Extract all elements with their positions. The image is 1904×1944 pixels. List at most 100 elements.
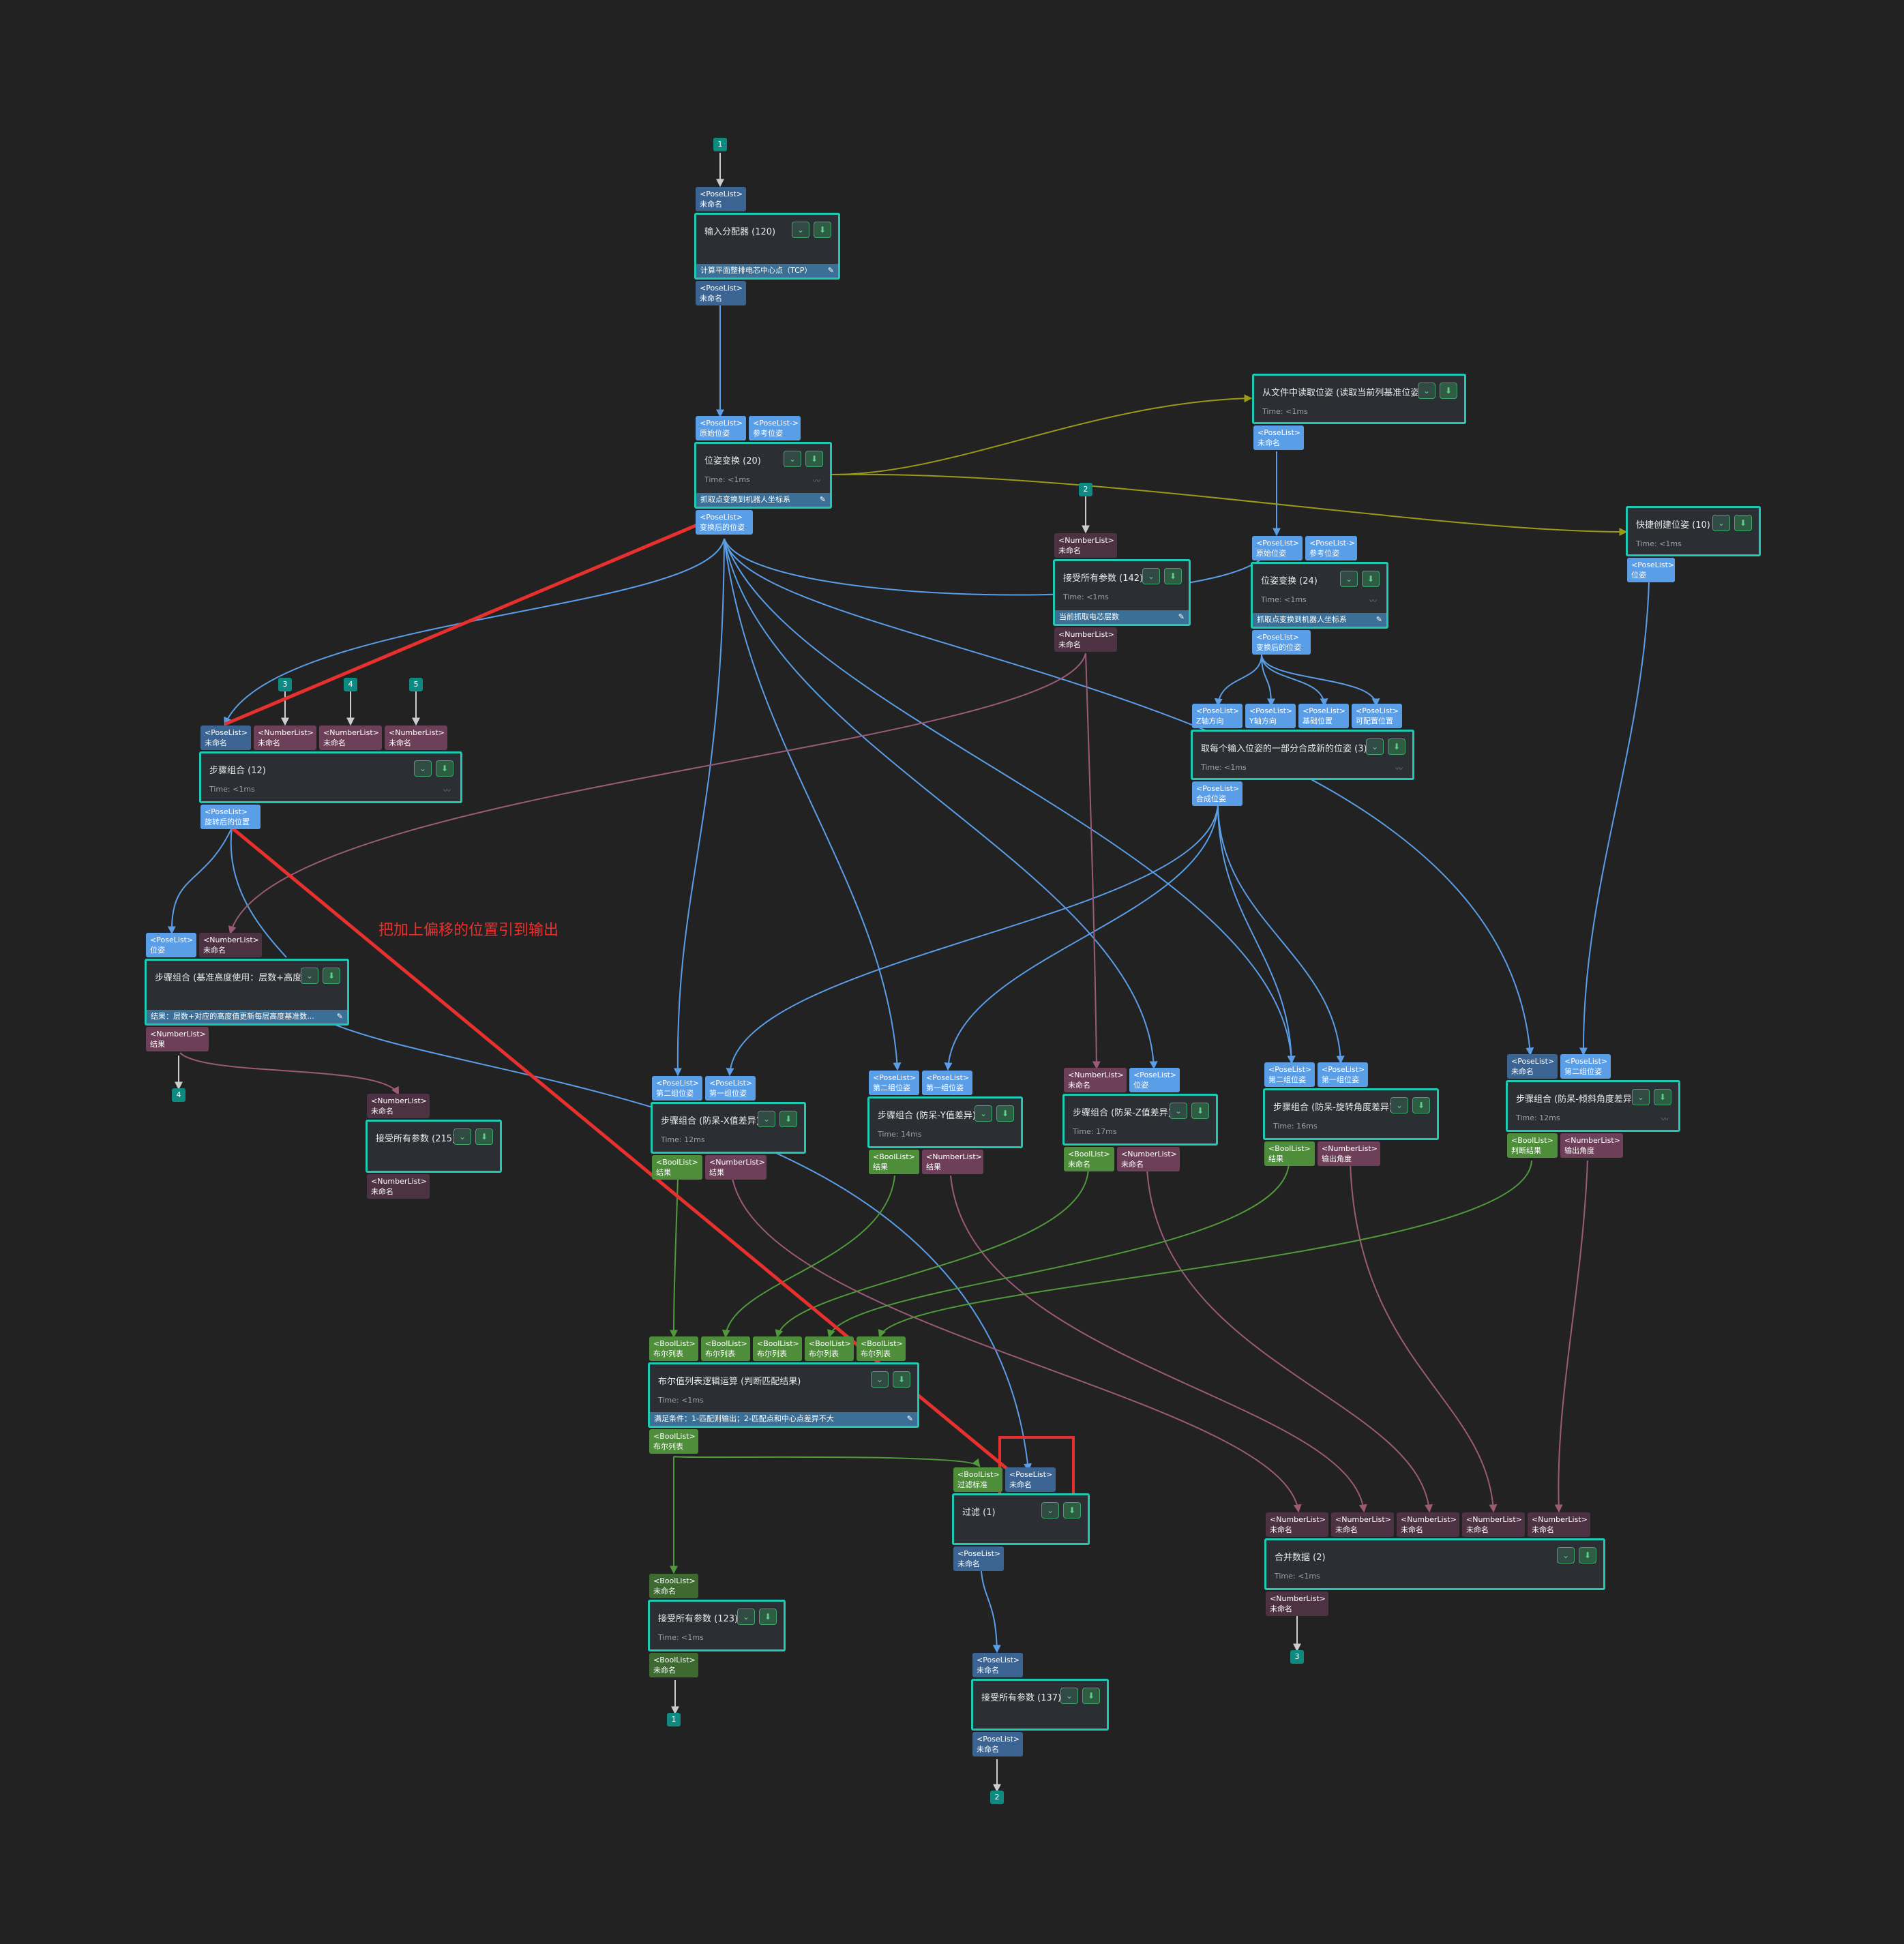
input-port[interactable]: <PoseList>位姿 [1129, 1068, 1180, 1092]
output-port[interactable]: <PoseList>合成位姿 [1192, 781, 1243, 806]
pin-icon[interactable]: ⬇ [1063, 1502, 1081, 1519]
output-port[interactable]: <BoolList>布尔列表 [649, 1429, 698, 1454]
chevron-down-icon[interactable]: ⌄ [975, 1105, 992, 1122]
node-step-combine-z[interactable]: 步骤组合 (防呆-Z值差异) ⌄ ⬇ Time: 17ms [1062, 1094, 1218, 1146]
output-port[interactable]: <NumberList>输出角度 [1560, 1133, 1623, 1158]
input-port[interactable]: <BoolList>未命名 [649, 1574, 698, 1598]
chevron-down-icon[interactable]: ⌄ [1557, 1547, 1575, 1564]
input-port[interactable]: <PoseList>第一组位姿 [1318, 1062, 1368, 1087]
input-port[interactable]: <PoseList>第二组位姿 [1264, 1062, 1315, 1087]
input-port[interactable]: <PoseList->参考位姿 [1305, 536, 1357, 560]
input-port[interactable]: <PoseList>未命名 [696, 187, 746, 211]
input-port[interactable]: <PoseList>未命名 [1005, 1467, 1056, 1492]
input-port[interactable]: <BoolList>布尔列表 [857, 1336, 906, 1361]
chevron-down-icon[interactable]: ⌄ [1060, 1688, 1078, 1704]
node-receive-all-params-215[interactable]: 接受所有参数 (215) ⌄ ⬇ [366, 1120, 502, 1173]
input-port[interactable]: <NumberList>未命名 [367, 1094, 430, 1118]
input-port[interactable]: <NumberList>未命名 [1266, 1512, 1328, 1537]
node-step-combine-height[interactable]: 步骤组合 (基准高度使用：层数+高度) ⌄ ⬇ 结果：层数+对应的高度值更新每层… [145, 959, 349, 1026]
pencil-icon[interactable]: ✎ [1178, 612, 1185, 621]
output-port[interactable]: <NumberList>输出角度 [1318, 1141, 1380, 1166]
flow-marker[interactable]: 4 [172, 1088, 185, 1102]
output-port[interactable]: <NumberList>未命名 [1117, 1147, 1180, 1171]
output-port[interactable]: <BoolList>判断结果 [1507, 1133, 1558, 1158]
input-port[interactable]: <NumberList>未命名 [1331, 1512, 1394, 1537]
input-port[interactable]: <PoseList>原始位姿 [696, 416, 746, 440]
chevron-down-icon[interactable]: ⌄ [1340, 571, 1358, 587]
node-quick-create-pose[interactable]: 快捷创建位姿 (10) ⌄ ⬇ Time: <1ms [1626, 506, 1761, 556]
input-port[interactable]: <NumberList>未命名 [385, 726, 447, 750]
pin-icon[interactable]: ⬇ [759, 1609, 777, 1625]
line-chart-icon[interactable]: 〰 [813, 477, 820, 485]
node-step-combine-tilt[interactable]: 步骤组合 (防呆-倾斜角度差异) ⌄ ⬇ Time: 12ms 〰 [1506, 1080, 1680, 1132]
output-port[interactable]: <NumberList>未命名 [367, 1174, 430, 1199]
input-port[interactable]: <BoolList>布尔列表 [753, 1336, 802, 1361]
output-port[interactable]: <PoseList>变换后的位姿 [1252, 630, 1311, 655]
pin-icon[interactable]: ⬇ [893, 1371, 910, 1388]
flow-marker[interactable]: 1 [713, 138, 727, 151]
pin-icon[interactable]: ⬇ [1164, 568, 1182, 584]
pin-icon[interactable]: ⬇ [1362, 571, 1380, 587]
node-input-distributor[interactable]: 输入分配器 (120) ⌄ ⬇ 计算平面整排电芯中心点（TCP）✎ [694, 213, 840, 280]
pin-icon[interactable]: ⬇ [1579, 1547, 1596, 1564]
flow-marker[interactable]: 3 [1290, 1650, 1304, 1664]
output-port[interactable]: <NumberList>未命名 [1266, 1591, 1328, 1616]
chevron-down-icon[interactable]: ⌄ [1041, 1502, 1059, 1519]
pin-icon[interactable]: ⬇ [814, 222, 831, 238]
input-port[interactable]: <NumberList>未命名 [199, 933, 262, 957]
node-step-combine-rotation[interactable]: 步骤组合 (防呆-旋转角度差异) ⌄ ⬇ Time: 16ms [1263, 1088, 1439, 1140]
output-port[interactable]: <BoolList>结果 [1264, 1141, 1315, 1166]
pin-icon[interactable]: ⬇ [805, 451, 823, 467]
line-chart-icon[interactable]: 〰 [443, 786, 451, 795]
input-port[interactable]: <NumberList>未命名 [319, 726, 382, 750]
output-port[interactable]: <BoolList>结果 [869, 1150, 919, 1174]
output-port[interactable]: <BoolList>结果 [652, 1155, 702, 1180]
input-port[interactable]: <PoseList>Y轴方向 [1245, 704, 1296, 728]
chevron-down-icon[interactable]: ⌄ [301, 968, 318, 984]
chevron-down-icon[interactable]: ⌄ [1170, 1103, 1187, 1119]
pin-icon[interactable]: ⬇ [1082, 1688, 1100, 1704]
flow-marker[interactable]: 4 [344, 678, 357, 691]
node-read-pose-from-file[interactable]: 从文件中读取位姿 (读取当前列基准位姿) ⌄ ⬇ Time: <1ms [1252, 374, 1466, 424]
input-port[interactable]: <PoseList>原始位姿 [1252, 536, 1303, 560]
node-receive-all-params-142[interactable]: 接受所有参数 (142) ⌄ ⬇ Time: <1ms 当前抓取电芯层数✎ [1053, 559, 1191, 626]
output-port[interactable]: <PoseList>旋转后的位置 [200, 805, 261, 829]
input-port[interactable]: <NumberList>未命名 [1064, 1068, 1127, 1092]
chevron-down-icon[interactable]: ⌄ [1390, 1097, 1408, 1113]
input-port[interactable]: <PoseList>基础位置 [1298, 704, 1349, 728]
pin-icon[interactable]: ⬇ [323, 968, 340, 984]
node-step-combine-y[interactable]: 步骤组合 (防呆-Y值差异) ⌄ ⬇ Time: 14ms [867, 1096, 1023, 1148]
chevron-down-icon[interactable]: ⌄ [453, 1128, 471, 1145]
chevron-down-icon[interactable]: ⌄ [1366, 738, 1384, 755]
pin-icon[interactable]: ⬇ [1191, 1103, 1209, 1119]
chevron-down-icon[interactable]: ⌄ [1712, 515, 1730, 531]
pin-icon[interactable]: ⬇ [1412, 1097, 1430, 1113]
chevron-down-icon[interactable]: ⌄ [1142, 568, 1160, 584]
input-port[interactable]: <BoolList>布尔列表 [649, 1336, 698, 1361]
pin-icon[interactable]: ⬇ [1440, 383, 1457, 399]
pin-icon[interactable]: ⬇ [1734, 515, 1752, 531]
input-port[interactable]: <NumberList>未命名 [1054, 533, 1117, 558]
input-port[interactable]: <PoseList>Z轴方向 [1192, 704, 1243, 728]
input-port[interactable]: <NumberList>未命名 [1397, 1512, 1459, 1537]
input-port[interactable]: <NumberList>未命名 [254, 726, 316, 750]
output-port[interactable]: <PoseList>未命名 [972, 1732, 1023, 1756]
flow-marker[interactable]: 5 [409, 678, 423, 691]
input-port[interactable]: <NumberList>未命名 [1462, 1512, 1525, 1537]
output-port[interactable]: <PoseList>变换后的位姿 [696, 510, 753, 535]
flow-marker[interactable]: 1 [667, 1713, 681, 1726]
input-port[interactable]: <PoseList>第一组位姿 [922, 1071, 972, 1095]
node-bool-list-logic[interactable]: 布尔值列表逻辑运算 (判断匹配结果) ⌄ ⬇ Time: <1ms 满足条件：1… [648, 1362, 919, 1428]
input-port[interactable]: <NumberList>未命名 [1528, 1512, 1590, 1537]
input-port[interactable]: <PoseList>第二组位姿 [1560, 1054, 1611, 1079]
output-port[interactable]: <PoseList>未命名 [696, 281, 746, 305]
chevron-down-icon[interactable]: ⌄ [1632, 1089, 1650, 1105]
output-port[interactable]: <BoolList>未命名 [649, 1653, 698, 1677]
chevron-down-icon[interactable]: ⌄ [871, 1371, 889, 1388]
input-port[interactable]: <PoseList>第二组位姿 [869, 1071, 919, 1095]
chevron-down-icon[interactable]: ⌄ [1418, 383, 1436, 399]
input-port[interactable]: <BoolList>布尔列表 [701, 1336, 750, 1361]
flow-marker[interactable]: 3 [278, 678, 292, 691]
chevron-down-icon[interactable]: ⌄ [784, 451, 801, 467]
pencil-icon[interactable]: ✎ [819, 495, 826, 504]
